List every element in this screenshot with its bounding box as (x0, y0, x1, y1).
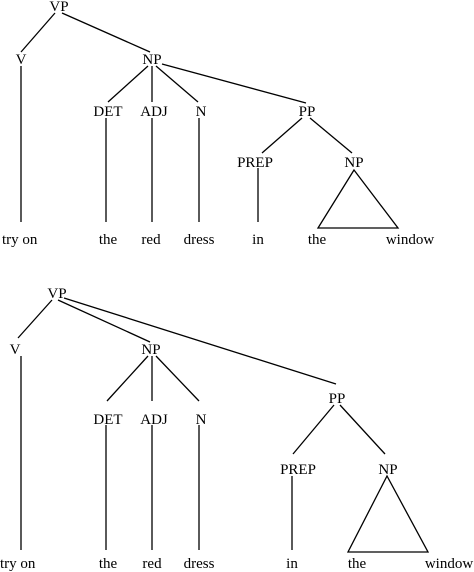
node-vp: VP (47, 286, 66, 302)
word-red: red (142, 556, 162, 572)
node-prep: PREP (237, 155, 273, 171)
edge-vp-np (57, 299, 151, 343)
word-window: window (386, 232, 435, 248)
node-np2: NP (378, 462, 397, 478)
word-in: in (286, 556, 298, 572)
word-the-2: the (348, 556, 367, 572)
word-try-on: try on (2, 232, 38, 248)
node-pp: PP (299, 104, 316, 120)
tree-1-np-attachment: VP V NP DET ADJ N PP PREP NP try on the … (2, 0, 434, 248)
edge-vp-np (61, 12, 151, 53)
edge-vp-v (20, 12, 56, 53)
word-window: window (425, 556, 474, 572)
node-pp: PP (329, 391, 346, 407)
word-the: the (99, 556, 118, 572)
tree-2-vp-attachment: VP V NP DET ADJ N PP PREP NP try on the … (0, 286, 473, 572)
edge-np-det (107, 65, 149, 103)
node-det: DET (93, 412, 122, 428)
word-the: the (99, 232, 118, 248)
word-try-on: try on (0, 556, 36, 572)
edge-np-n (155, 65, 199, 103)
node-np: NP (141, 342, 160, 358)
np2-triangle (316, 168, 400, 229)
word-the-2: the (308, 232, 327, 248)
node-np2: NP (344, 155, 363, 171)
node-adj: ADJ (140, 412, 168, 428)
node-v: V (10, 342, 21, 358)
np2-triangle (346, 474, 430, 553)
node-det: DET (93, 104, 122, 120)
word-dress: dress (184, 232, 215, 248)
node-v: V (16, 52, 27, 68)
node-n: N (196, 412, 207, 428)
word-red: red (141, 232, 161, 248)
word-dress: dress (184, 556, 215, 572)
node-n: N (196, 104, 207, 120)
word-in: in (252, 232, 264, 248)
edge-vp-v (17, 299, 53, 339)
edge-np-pp (161, 63, 307, 104)
edge-pp-prep (292, 404, 335, 455)
edge-vp-pp (63, 297, 337, 385)
node-adj: ADJ (140, 104, 168, 120)
node-vp: VP (49, 0, 68, 15)
node-np: NP (142, 52, 161, 68)
edge-pp-np2 (339, 404, 386, 455)
edge-pp-np2 (309, 117, 353, 154)
edge-np-det (106, 355, 149, 402)
node-prep: PREP (280, 462, 316, 478)
edge-np-n (155, 355, 200, 402)
edge-pp-prep (261, 117, 303, 154)
